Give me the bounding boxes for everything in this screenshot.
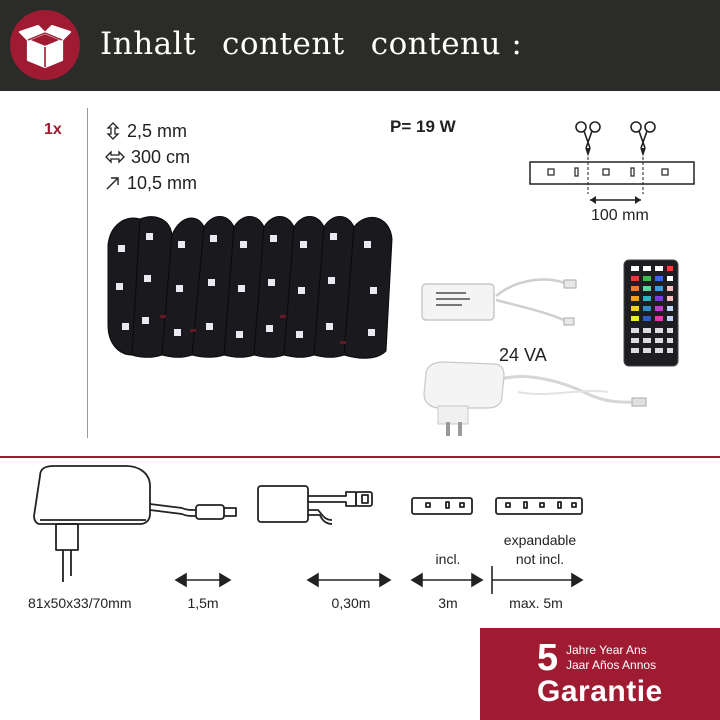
warranty-label: Garantie [537, 675, 663, 708]
controller-cable-label: 0,30m [331, 595, 371, 611]
title-fr: contenu : [370, 26, 523, 62]
strip-included-length: 3m [438, 595, 458, 611]
strip-included-label: incl. [435, 551, 461, 567]
warranty-years-label-1: Jahre Year Ans [566, 643, 647, 657]
warranty-years: 5 [537, 637, 559, 679]
remote-control-image [623, 259, 679, 367]
scissors-icon [575, 121, 601, 157]
power-adapter-image [423, 361, 647, 436]
section-divider [0, 456, 720, 458]
controller-image [421, 278, 577, 326]
spec-height: 2,5 mm [105, 119, 187, 143]
cut-strip-illustration [529, 121, 695, 204]
page-title: Inhalt content contenu : [100, 26, 522, 66]
width-value: 10,5 mm [127, 172, 198, 193]
warranty-years-label-2: Jaar Años Annos [566, 658, 657, 672]
title-de: Inhalt [100, 26, 197, 62]
transformer-rating: 24 VA [499, 345, 547, 365]
quantity-label: 1x [44, 121, 62, 138]
vertical-divider [87, 108, 88, 438]
cut-interval-label: 100 mm [591, 207, 649, 224]
led-strip-coil-image [107, 216, 393, 359]
expandable-max-label: max. 5m [509, 595, 563, 611]
length-arrow-icon [105, 150, 125, 164]
spec-length: 300 cm [105, 145, 190, 169]
warranty-badge: 5 Jahre Year Ans Jaar Años Annos Garanti… [480, 628, 720, 720]
adapter-size-label: 81x50x33/70mm [28, 595, 132, 611]
length-value: 300 cm [131, 146, 191, 167]
title-en: content [222, 26, 345, 62]
height-value: 2,5 mm [127, 120, 188, 141]
width-arrow-icon [106, 177, 119, 190]
header-bar: Inhalt content contenu : [0, 0, 720, 91]
height-arrow-icon [106, 122, 120, 140]
scissors-icon [630, 121, 656, 157]
power-rating: P= 19 W [390, 117, 456, 136]
box-icon [10, 10, 80, 80]
spec-width: 10,5 mm [105, 171, 197, 195]
expandable-not-included-label: not incl. [515, 551, 565, 567]
dimension-drawings [33, 465, 584, 594]
adapter-cable-label: 1,5m [187, 595, 219, 611]
expandable-label: expandable [503, 532, 577, 548]
